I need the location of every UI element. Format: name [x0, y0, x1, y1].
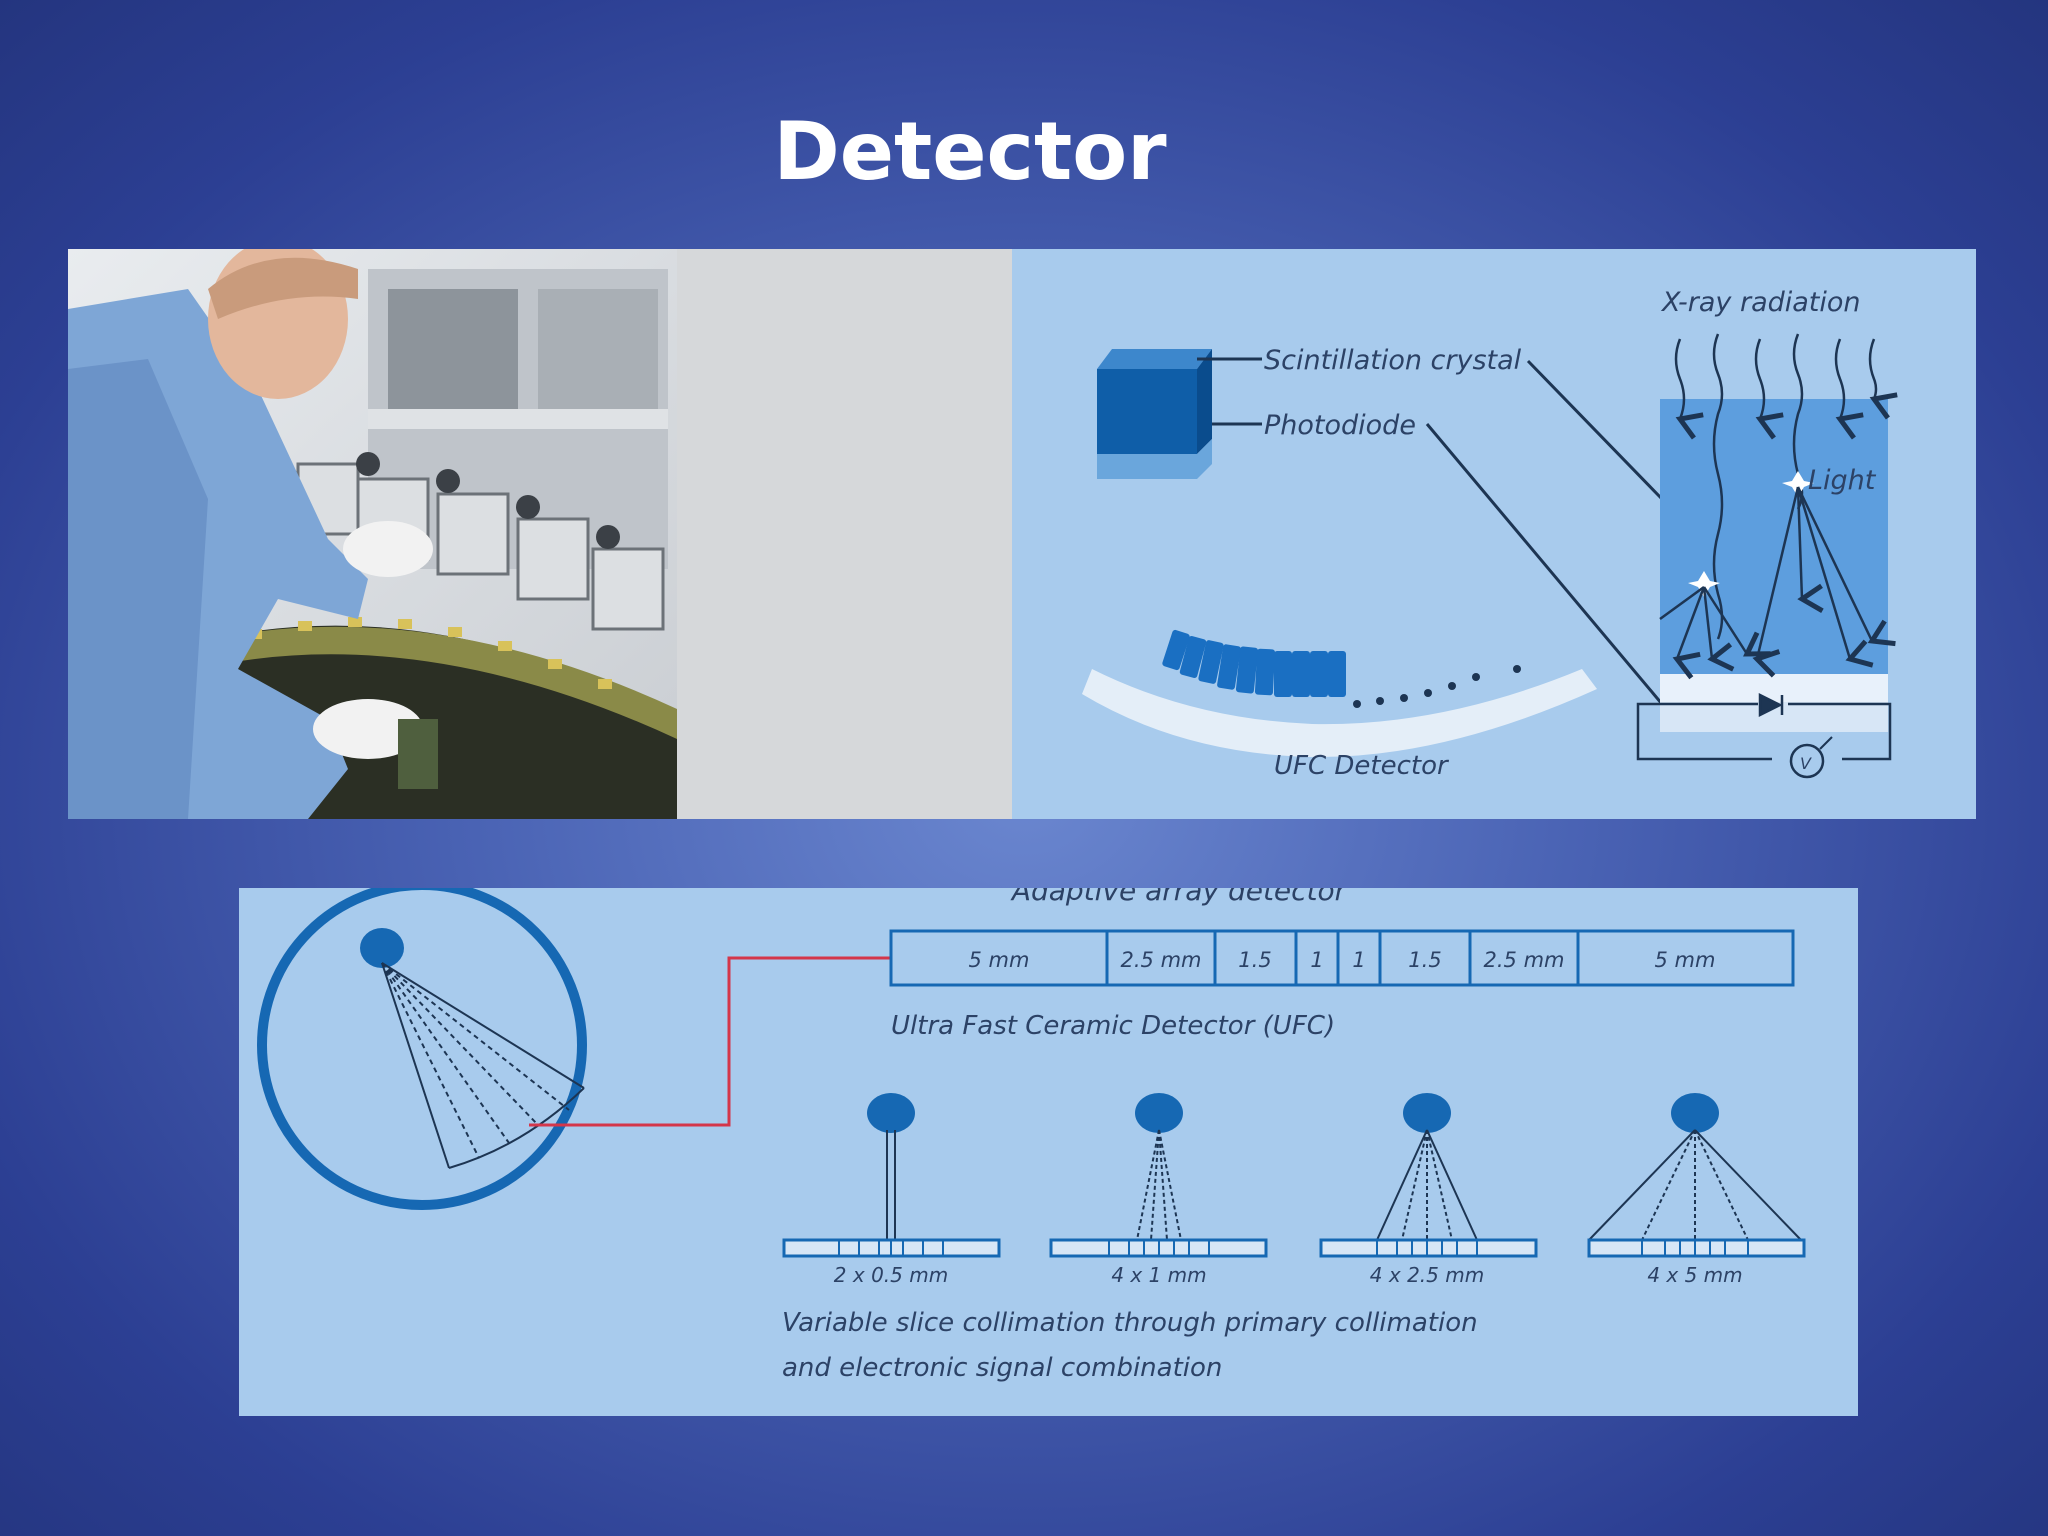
- ufc-array-strip: [889, 929, 1795, 987]
- array-cell: 1: [1310, 948, 1323, 972]
- voltmeter-symbol: V: [1800, 754, 1812, 773]
- photodiode-circuit: [1636, 692, 1892, 779]
- collimation-mode-3: 4 x 2.5 mm: [1319, 1093, 1538, 1287]
- light-flash-icon: [1688, 471, 1814, 597]
- slide-title: Detector: [773, 105, 1167, 198]
- ufc-array-caption: Ultra Fast Ceramic Detector (UFC): [891, 1011, 1335, 1041]
- ufc-detector-arc: [1082, 669, 1597, 758]
- photodiode-layer: [1660, 674, 1888, 702]
- array-cell: 1.5: [1408, 948, 1441, 972]
- xray-arrows: [1674, 333, 1898, 640]
- scintillation-crystal-label: Scintillation crystal: [1264, 345, 1522, 376]
- photodiode-label: Photodiode: [1264, 410, 1416, 441]
- scintillation-crystal-block: [1097, 349, 1212, 479]
- array-cell: 2.5 mm: [1121, 948, 1202, 972]
- collimation-caption-line1: Variable slice collimation through prima…: [782, 1308, 1478, 1338]
- collimation-mode-2: 4 x 1 mm: [1049, 1093, 1268, 1287]
- ufc-detector-label: UFC Detector: [1274, 751, 1450, 781]
- array-cell: 1: [1352, 948, 1365, 972]
- xray-radiation-label: X-ray radiation: [1660, 287, 1861, 318]
- collimation-mode-1: 2 x 0.5 mm: [782, 1093, 1001, 1287]
- photo-gray-margin: [677, 249, 1012, 819]
- crystal-cross-section: [1660, 399, 1888, 674]
- technician-photo: [68, 249, 677, 819]
- collimation-mode-4: 4 x 5 mm: [1587, 1093, 1806, 1287]
- collimation-label: 4 x 5 mm: [1647, 1263, 1742, 1287]
- collimation-caption-line2: and electronic signal combination: [782, 1353, 1222, 1383]
- collimation-label: 2 x 0.5 mm: [834, 1263, 948, 1287]
- array-cell: 1.5: [1238, 948, 1271, 972]
- gantry-circle: [257, 888, 587, 1210]
- detector-modules: [1162, 629, 1346, 697]
- array-header-partial: Adaptive array detector: [1010, 888, 1348, 907]
- array-cell: 2.5 mm: [1484, 948, 1565, 972]
- adaptive-array-diagram: Adaptive array detector: [239, 888, 1858, 1416]
- light-rays: [1659, 486, 1896, 680]
- collimation-label: 4 x 2.5 mm: [1370, 1263, 1484, 1287]
- scintillation-detector-diagram: X-ray radiation Scintillation crystal Ph…: [1012, 249, 1976, 819]
- light-label: Light: [1808, 465, 1877, 496]
- array-cell: 5 mm: [1655, 948, 1716, 972]
- collimation-label: 4 x 1 mm: [1111, 1263, 1206, 1287]
- array-connector-line: [529, 956, 891, 1127]
- array-cell: 5 mm: [969, 948, 1030, 972]
